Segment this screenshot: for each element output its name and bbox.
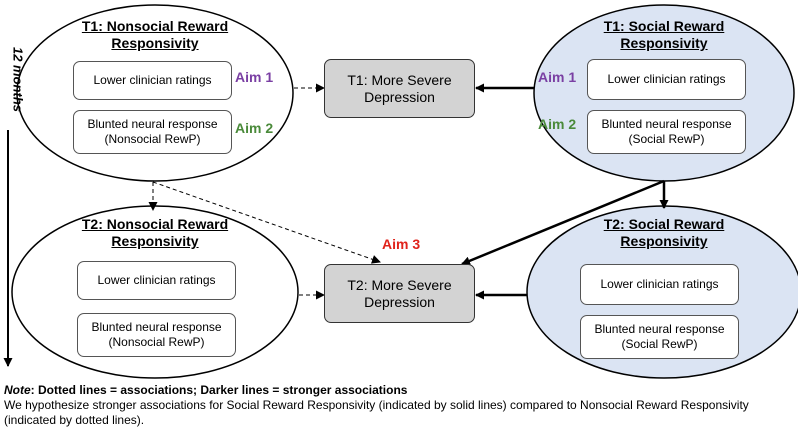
t2-social-neural-line2: (Social RewP): [621, 337, 698, 351]
t2-depression-box: T2: More Severe Depression: [324, 264, 475, 323]
t2-nonsocial-title-line1: T2: Nonsocial Reward: [81, 216, 229, 232]
t1-nonsocial-title-line1: T1: Nonsocial Reward: [81, 18, 229, 34]
note-line-2: We hypothesize stronger associations for…: [4, 398, 749, 412]
t2-nonsocial-neural-line2: (Nonsocial RewP): [108, 335, 205, 349]
t1-social-clinician-box: Lower clinician ratings: [587, 59, 746, 100]
t1-nonsocial-clinician-box: Lower clinician ratings: [73, 61, 232, 100]
note-legend-text: : Dotted lines = associations; Darker li…: [30, 383, 408, 397]
t2-social-title: T2: Social Reward Responsivity: [564, 216, 764, 250]
aim1-left-label: Aim 1: [235, 69, 274, 85]
t1-nonsocial-neural-box: Blunted neural response (Nonsocial RewP): [73, 110, 232, 154]
note-line-1: Note: Dotted lines = associations; Darke…: [4, 383, 794, 398]
aim3-label: Aim 3: [382, 236, 421, 252]
t2-nonsocial-title: T2: Nonsocial Reward Responsivity: [50, 216, 260, 250]
t1-depression-box: T1: More Severe Depression: [324, 59, 475, 118]
t2-depression-line2: Depression: [364, 293, 435, 310]
arrow-t1-nonsocial-to-t2-depression: [152, 181, 381, 264]
t1-nonsocial-clinician-label: Lower clinician ratings: [93, 73, 212, 87]
t1-nonsocial-neural-line1: Blunted neural response: [87, 117, 218, 131]
time-axis-label: 12 months: [10, 46, 26, 112]
t1-depression-line2: Depression: [364, 88, 435, 105]
aim2-right-label: Aim 2: [538, 116, 577, 132]
t1-social-title-line1: T1: Social Reward: [603, 18, 725, 34]
note-label: Note: [4, 383, 31, 397]
t2-depression-line1: T2: More Severe: [347, 276, 452, 293]
t2-nonsocial-clinician-box: Lower clinician ratings: [77, 261, 236, 300]
t1-depression-line1: T1: More Severe: [347, 71, 452, 88]
t1-nonsocial-title-line2: Responsivity: [111, 35, 199, 51]
aim1-right-label: Aim 1: [538, 69, 577, 85]
t2-nonsocial-neural-line1: Blunted neural response: [91, 320, 222, 334]
t2-social-title-line2: Responsivity: [620, 233, 708, 249]
note-line-3: (indicated by dotted lines).: [4, 413, 145, 427]
aim2-left-label: Aim 2: [235, 120, 274, 136]
t2-nonsocial-title-line2: Responsivity: [111, 233, 199, 249]
t2-social-neural-line1: Blunted neural response: [594, 322, 725, 336]
t1-social-title: T1: Social Reward Responsivity: [564, 18, 764, 52]
arrow-t1-social-to-t2-depression: [461, 179, 665, 266]
t2-nonsocial-clinician-label: Lower clinician ratings: [97, 273, 216, 287]
notes-block: Note: Dotted lines = associations; Darke…: [4, 383, 794, 428]
t1-social-title-line2: Responsivity: [620, 35, 708, 51]
t2-social-neural-box: Blunted neural response (Social RewP): [580, 315, 739, 359]
t2-social-title-line1: T2: Social Reward: [603, 216, 725, 232]
t1-social-neural-line1: Blunted neural response: [601, 117, 732, 131]
t1-social-neural-box: Blunted neural response (Social RewP): [587, 110, 746, 154]
t2-social-clinician-label: Lower clinician ratings: [600, 277, 719, 291]
t2-nonsocial-neural-box: Blunted neural response (Nonsocial RewP): [77, 313, 236, 357]
t1-social-clinician-label: Lower clinician ratings: [607, 72, 726, 86]
t1-social-neural-line2: (Social RewP): [628, 132, 705, 146]
t1-nonsocial-title: T1: Nonsocial Reward Responsivity: [50, 18, 260, 52]
t1-nonsocial-neural-line2: (Nonsocial RewP): [104, 132, 201, 146]
t2-social-clinician-box: Lower clinician ratings: [580, 264, 739, 305]
